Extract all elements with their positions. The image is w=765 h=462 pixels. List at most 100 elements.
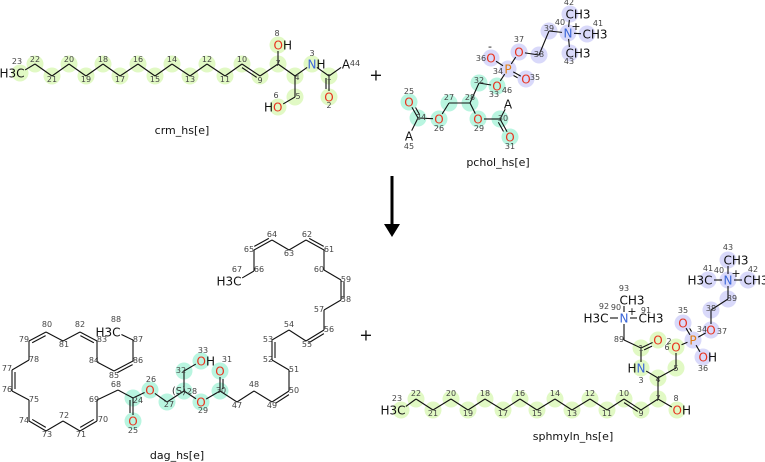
atom-number: 86 (133, 356, 143, 365)
atom-number: 55 (302, 340, 312, 349)
atom-number: 52 (263, 355, 273, 364)
atom-number: 63 (284, 249, 294, 258)
atom-number: 82 (75, 320, 85, 329)
atom-number: 10 (237, 55, 247, 64)
bond (277, 63, 296, 77)
bond (538, 30, 550, 56)
atom-number: 40 (555, 18, 565, 27)
atom-number: 21 (428, 409, 438, 418)
atom-number: 27 (444, 93, 454, 102)
atom-number: 17 (115, 75, 125, 84)
atom-number: 53 (263, 335, 273, 344)
atom-highlight (632, 359, 650, 377)
atom-number: 84 (89, 356, 99, 365)
atom-number: 8 (673, 394, 678, 403)
bond (96, 389, 119, 401)
atom-number: 50 (289, 386, 299, 395)
atom-number: 19 (81, 75, 91, 84)
atom-number: 30 (498, 114, 508, 123)
bond (657, 367, 677, 379)
atom-number: 36 (698, 364, 708, 373)
atom-number: 9 (257, 76, 262, 85)
atom-number: 37 (514, 35, 524, 44)
atom-highlight (430, 110, 448, 128)
atom-label: O (521, 73, 530, 87)
atom-number: 34 (493, 67, 503, 76)
bond (271, 329, 290, 341)
bond (405, 398, 417, 407)
atom-highlight (501, 128, 519, 146)
atom-number: 92 (599, 302, 609, 311)
bond (288, 329, 307, 342)
atom-highlight (303, 55, 321, 73)
atom-label: O (404, 96, 413, 110)
bond (28, 420, 47, 432)
bond (568, 19, 570, 28)
double-bond-line (497, 121, 504, 132)
atom-label: CH3 (566, 47, 591, 61)
charge-sign: + (627, 305, 636, 318)
atom-label: A (342, 58, 351, 72)
atom-number: 35 (678, 306, 688, 315)
atom-number: 87 (133, 335, 143, 344)
molecule-name-pchol: pchol_hs[e] (466, 156, 530, 169)
atom-number: 46 (502, 86, 512, 95)
atom-highlight (561, 44, 579, 62)
bond (68, 63, 87, 77)
double-bond-line (116, 364, 133, 374)
atom-number: 1 (326, 73, 331, 82)
atom-number: 34 (697, 325, 707, 334)
atom-number: 77 (2, 364, 12, 373)
charge-sign: - (488, 40, 492, 53)
atom-label: NH (308, 58, 326, 72)
atom-label: A (405, 130, 414, 144)
atom-label: O (215, 365, 224, 379)
atom-highlight (488, 77, 506, 95)
bond (137, 63, 156, 77)
bond (697, 332, 707, 338)
atom-number: 70 (98, 415, 108, 424)
atom-number: 43 (564, 57, 574, 66)
atom-number: 7 (275, 59, 280, 68)
atom-label: HN (627, 362, 645, 376)
atom-label: HO (264, 101, 282, 115)
atom-highlight (649, 331, 667, 349)
atom-number: 16 (515, 389, 525, 398)
bond (432, 398, 452, 411)
atom-number: 40 (714, 266, 724, 275)
double-bond-line (689, 328, 693, 332)
atom-label: O (486, 52, 495, 66)
atom-highlight (469, 110, 487, 128)
atom-number: 2 (326, 101, 331, 110)
atom-number: 44 (350, 59, 360, 68)
atom-highlight (192, 352, 210, 370)
atom-number: 5 (673, 364, 678, 373)
atom-highlight (211, 362, 229, 380)
atom-highlight (499, 60, 517, 78)
atom-number: 61 (324, 245, 334, 254)
atom-highlight (719, 271, 737, 289)
bond (253, 239, 273, 251)
atom-label: CH3 (583, 28, 608, 42)
double-bond-line (79, 418, 95, 428)
bond (119, 63, 139, 77)
atom-label: N (620, 312, 629, 326)
bond (236, 390, 255, 403)
atom-number: 42 (564, 0, 574, 7)
bond (102, 63, 121, 77)
bond (305, 239, 325, 251)
bond (467, 398, 486, 411)
atom-highlight (674, 314, 692, 332)
double-bond-line (31, 418, 47, 428)
double-bond-line (254, 237, 270, 247)
bond (645, 370, 659, 379)
bond (502, 398, 521, 411)
bond (79, 331, 98, 342)
bond (499, 118, 508, 133)
atom-label: O (514, 46, 523, 60)
atom-number: 51 (289, 365, 299, 374)
atom-highlight (11, 64, 29, 82)
double-bond-line (31, 335, 46, 344)
atom-number: 6 (273, 91, 278, 100)
bond (259, 63, 279, 77)
